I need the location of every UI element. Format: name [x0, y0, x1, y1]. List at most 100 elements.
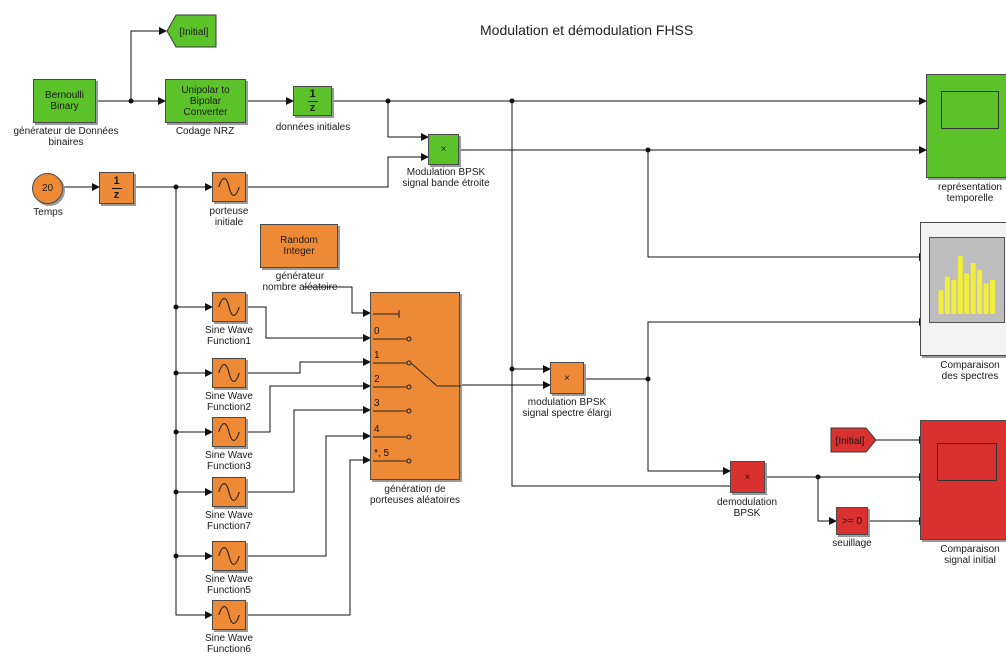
sine-wave-function2-block[interactable]	[212, 358, 246, 388]
junction-dot	[173, 553, 179, 559]
sine-wave-icon	[218, 178, 240, 196]
spectrum-bar	[951, 280, 957, 314]
sine-wave-icon	[218, 547, 240, 565]
unipolar-bipolar-block[interactable]: Unipolar to Bipolar Converter	[165, 79, 246, 123]
wire-sine5-switch	[246, 432, 371, 557]
spectrum-bar	[957, 256, 963, 314]
switch-port-label: 4	[374, 424, 380, 435]
unipolar-caption: Codage NRZ	[175, 126, 235, 137]
product-narrow-block[interactable]: ×	[428, 134, 459, 165]
junction-dot	[173, 184, 179, 190]
diagram-title: Modulation et démodulation FHSS	[480, 22, 694, 38]
junction-dot	[173, 429, 179, 435]
random-integer-block[interactable]: Random Integer	[260, 224, 338, 268]
sine-wave-function6-block[interactable]	[212, 600, 246, 630]
wire-time-sine1	[175, 187, 213, 311]
switch-diagram	[373, 310, 461, 464]
sine-wave-icon	[218, 483, 240, 501]
spectrum-bar	[983, 283, 989, 314]
scope-screen	[937, 443, 997, 481]
sine-wave-function5-block[interactable]	[212, 541, 246, 571]
scope1-caption: représentation temporelle	[938, 182, 1002, 204]
switch-port-label: 1	[374, 350, 380, 361]
clock-block[interactable]: 20	[32, 173, 63, 204]
scope-screen	[941, 91, 999, 129]
wire-mod-narrow-spectrum	[647, 150, 927, 261]
sine7-caption: Sine Wave Function7	[205, 510, 253, 532]
switch-port-label: 0	[374, 326, 380, 337]
spectrum-display	[929, 237, 1005, 323]
junction-dot	[128, 98, 134, 104]
spectrum-bars	[938, 256, 995, 314]
clock-caption: Temps	[33, 207, 63, 218]
scope2-caption: Comparaison signal initial	[940, 544, 1000, 566]
sine2-caption: Sine Wave Function2	[205, 391, 253, 413]
product-demod-block[interactable]: ×	[730, 461, 765, 493]
spectrum-bar	[970, 263, 976, 314]
wire-sine7-switch	[246, 406, 371, 493]
sine-wave-icon	[218, 423, 240, 441]
switch-port-label: 3	[374, 398, 380, 409]
goto-initial-tag[interactable]: [Initial]	[166, 14, 218, 50]
spectrum-bar	[977, 269, 983, 314]
threshold-block[interactable]: >= 0	[836, 507, 868, 535]
from-initial-label: [Initial]	[836, 436, 865, 447]
spectrum-bar	[990, 280, 995, 314]
sine-wave-function3-block[interactable]	[212, 417, 246, 447]
sine3-caption: Sine Wave Function3	[205, 450, 253, 472]
spectrum-caption: Comparaison des spectres	[940, 360, 1000, 382]
junction-dot	[385, 98, 391, 104]
junction-dot	[645, 147, 651, 153]
junction-dot	[509, 366, 515, 372]
wire-time-sine6	[175, 556, 213, 619]
wire-mod-spread-spectrum	[584, 318, 927, 380]
from-initial-tag[interactable]: [Initial]	[830, 427, 878, 455]
delay1-caption: données initiales	[275, 122, 351, 133]
sine-wave-icon	[218, 298, 240, 316]
junction-dot	[509, 98, 515, 104]
wire-mod-spread-demod	[647, 379, 731, 475]
junction-dot	[173, 304, 179, 310]
mod-spread-caption: modulation BPSK signal spectre élargi	[522, 397, 612, 419]
junction-dot	[173, 489, 179, 495]
switch-port-label: *, 5	[374, 448, 390, 459]
demod-caption: demodulation BPSK	[716, 497, 778, 519]
scope-comparison-block[interactable]	[920, 420, 1006, 540]
sine-wave-function7-block[interactable]	[212, 477, 246, 507]
wire-delay-mod-narrow	[387, 101, 429, 141]
sine-wave-function1-block[interactable]	[212, 292, 246, 322]
sine-carrier-block[interactable]	[212, 172, 246, 202]
wire-carrier-mod-narrow	[246, 153, 429, 188]
spectrum-scope-block[interactable]	[920, 222, 1006, 356]
wire-sine3-switch	[246, 382, 371, 433]
bernoulli-caption: générateur de Données binaires	[13, 126, 119, 148]
junction-dot	[815, 474, 821, 480]
product-spread-block[interactable]: ×	[550, 362, 584, 394]
carrier-caption: porteuse initiale	[209, 206, 249, 228]
wire-demod-threshold	[817, 477, 837, 525]
threshold-caption: seuillage	[832, 538, 872, 549]
junction-dot	[645, 376, 651, 382]
multiport-switch-block[interactable]: 0 1 2 3 4 *, 5	[370, 292, 461, 480]
sine1-caption: Sine Wave Function1	[205, 325, 253, 347]
wire-delay-demod	[511, 369, 741, 488]
random-caption: générateur nombre aléatoire	[262, 271, 338, 293]
bernoulli-binary-block[interactable]: Bernoulli Binary	[33, 79, 96, 123]
mod-narrow-caption: Modulation BPSK signal bande étroite	[402, 167, 490, 189]
wire-sine6-switch	[246, 456, 371, 616]
spectrum-bar	[938, 290, 944, 314]
spectrum-bar	[944, 276, 950, 314]
scope-temporal-block[interactable]	[926, 74, 1006, 178]
wire-bernoulli-goto	[96, 27, 167, 102]
sine-wave-icon	[218, 364, 240, 382]
switch-port-label: 2	[374, 374, 380, 385]
sine6-caption: Sine Wave Function6	[205, 633, 253, 655]
wire-random-switch	[304, 286, 371, 317]
wire-delay-mod-spread	[511, 101, 551, 373]
sine5-caption: Sine Wave Function5	[205, 574, 253, 596]
